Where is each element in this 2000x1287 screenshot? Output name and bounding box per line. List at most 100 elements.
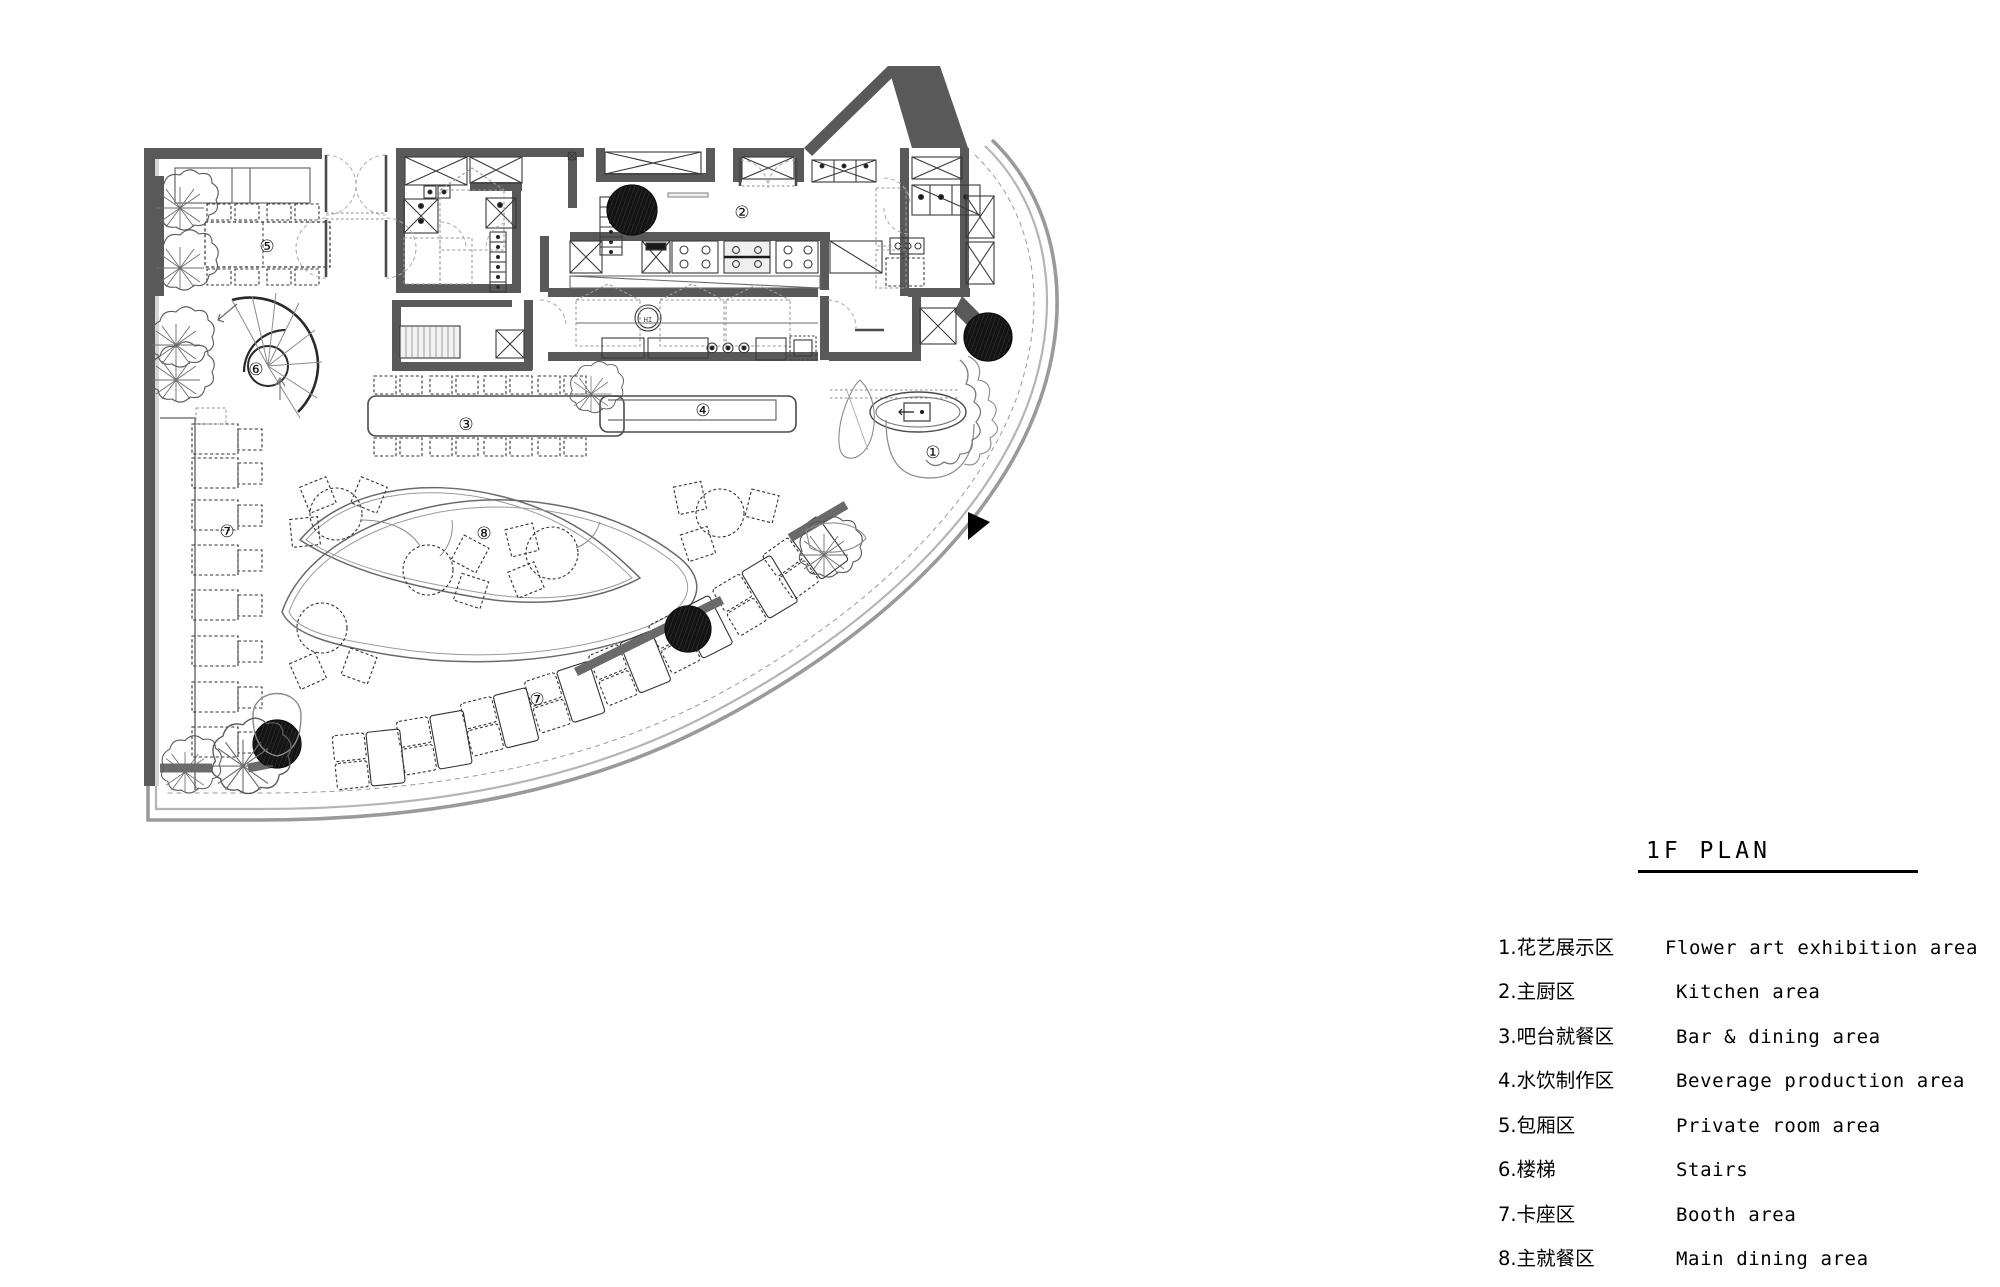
northeast-angled-wall <box>888 66 968 148</box>
counter-north-2 <box>469 156 523 184</box>
cooler-dashed <box>439 167 505 251</box>
banquette-leaf-upper-inner <box>305 492 633 599</box>
legend-label-cn-6: 6.楼梯 <box>1498 1158 1556 1181</box>
double-sink-a <box>423 185 451 199</box>
legend-label-cn-8: 8.主就餐区 <box>1498 1247 1595 1270</box>
svg-text:HI: HI <box>644 316 652 324</box>
store-wall-s <box>392 362 532 371</box>
floor-plan-drawing: HI <box>144 66 1059 822</box>
refrigeration-unit <box>485 197 517 229</box>
banquette-leaf-main-inner <box>288 506 689 656</box>
door-swing-b <box>355 154 387 216</box>
area-number-markers: ① ② ③ ④ ⑤ ⑥ ⑦ ⑦ ⑧ <box>219 203 940 710</box>
main-dining-area <box>281 476 780 691</box>
marker-2: ② <box>734 203 749 223</box>
sink-unit-b <box>403 198 439 234</box>
door-swing-i <box>883 177 911 205</box>
round-table <box>296 602 348 654</box>
north-wall-corner <box>144 148 174 159</box>
kitchen-equipment: HI <box>399 151 995 361</box>
booth-seat <box>191 726 263 758</box>
marker-7b: ⑦ <box>529 690 544 710</box>
kitchen-north-wall-a <box>396 148 584 157</box>
range-unit-2 <box>723 240 771 274</box>
marker-5: ⑤ <box>259 237 274 257</box>
kitchen-wall-a <box>568 148 577 208</box>
thresholds <box>326 185 960 399</box>
column <box>252 719 302 769</box>
service-wall-south <box>396 284 521 293</box>
counter-north-4 <box>741 156 795 180</box>
legend-label-cn-2: 2.主厨区 <box>1498 980 1576 1003</box>
floor-drain <box>567 151 577 161</box>
banquette-connectors <box>359 519 601 557</box>
store-wall-e <box>524 300 533 370</box>
private-room-sideboard <box>174 167 311 204</box>
ne-service-counters <box>919 307 957 345</box>
legend-label-cn-7: 7.卡座区 <box>1498 1202 1576 1226</box>
bar-stools-south <box>373 437 587 457</box>
page-title: 1F PLAN <box>1646 838 1771 864</box>
foliage-outline-2 <box>963 355 999 466</box>
kitchen-wall-f <box>795 148 804 182</box>
service-wall-mid <box>512 190 521 293</box>
flower-art-exhibition-area <box>838 355 999 479</box>
shelving-stack <box>489 231 507 293</box>
prep-south-wall <box>548 352 818 361</box>
column <box>664 605 712 653</box>
marker-3: ③ <box>458 415 473 435</box>
service-wall-west <box>396 148 405 293</box>
store-wall-w <box>392 300 401 370</box>
east-tall-units <box>965 195 995 285</box>
door-swing-k <box>827 299 857 329</box>
dining-set-2 <box>402 534 490 610</box>
private-room-area <box>150 167 331 403</box>
east-room-wall <box>912 296 921 360</box>
banquette-leaf-upper <box>298 486 642 603</box>
east-service-wall <box>900 148 909 296</box>
round-table <box>695 488 745 538</box>
landscape-plants <box>160 516 867 795</box>
stair-outer-arc <box>231 296 320 369</box>
display-table-inner <box>875 396 961 428</box>
plant-icon <box>154 169 219 231</box>
marker-6: ⑥ <box>248 360 263 380</box>
display-table-outer <box>869 391 967 433</box>
legend-label-cn-1: 1.花艺展示区 <box>1498 935 1615 959</box>
east-service-wall-s <box>908 288 970 297</box>
bar-stools-north <box>373 375 587 395</box>
kitchen-east-wall <box>820 236 829 290</box>
legend-item-4: 4.水饮制作区 Beverage production area <box>1498 1064 1978 1093</box>
booth-seat <box>191 423 263 455</box>
legend-label-en-7: Booth area <box>1676 1203 1797 1226</box>
column-planter-surround <box>252 692 302 757</box>
door-swing-l <box>539 299 567 327</box>
title-underline <box>1638 870 1918 873</box>
bar-counter <box>367 395 625 437</box>
legend-label-en-1: Flower art exhibition area <box>1664 936 1978 959</box>
under-counter-equipment <box>601 335 817 361</box>
prep-north-wall <box>548 288 818 297</box>
dining-set-4 <box>672 480 780 563</box>
store-wall-n <box>392 300 512 307</box>
booth-seat <box>191 589 263 621</box>
booth-seat <box>191 681 263 713</box>
legend-panel: 1F PLAN 1.花艺展示区 Flower art exhibition ar… <box>1498 838 1978 1287</box>
plant-icon <box>150 341 215 403</box>
legend-label-en-4: Beverage production area <box>1676 1070 1965 1092</box>
legend-item-2: 2.主厨区 Kitchen area <box>1498 975 1978 1004</box>
curved-booth-unit <box>460 687 539 757</box>
booth-end-table <box>195 407 227 425</box>
building-envelope <box>144 138 1059 822</box>
plant-icon <box>569 361 624 414</box>
beverage-production-area <box>569 361 797 433</box>
curved-booth-unit <box>331 728 406 790</box>
kitchen-core-walls <box>392 66 996 371</box>
column <box>963 312 1013 362</box>
legend-item-6: 6.楼梯 Stairs <box>1498 1153 1978 1182</box>
dimension-arrow <box>898 408 914 416</box>
plant-icon <box>154 229 219 291</box>
legend-item-7: 7.卡座区 Booth area <box>1498 1198 1978 1227</box>
dining-set-5 <box>288 602 378 691</box>
